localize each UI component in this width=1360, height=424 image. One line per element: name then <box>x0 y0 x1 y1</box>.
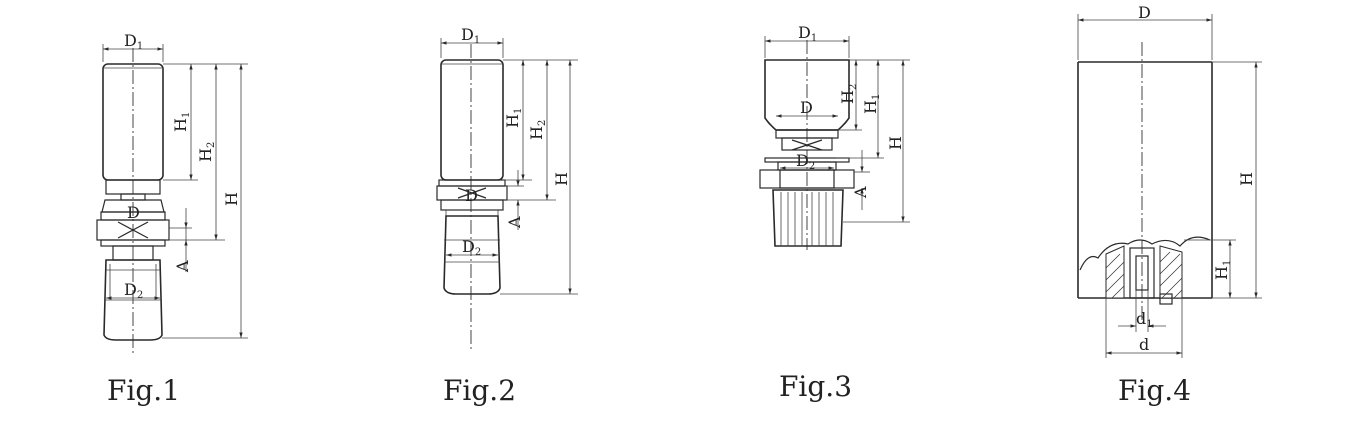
fig2-label-d2: D2 <box>462 237 481 258</box>
fig2-label-h1: H1 <box>503 108 524 128</box>
fig3-base-hub <box>779 169 835 189</box>
fig4-label-h1: H1 <box>1212 260 1233 280</box>
fig2-washer <box>440 199 504 211</box>
fig3-label-d2: D2 <box>796 151 815 172</box>
fig3-label-a: A <box>851 186 870 199</box>
figure-1: D1 D D2 H1 H2 H A Fig.1 <box>96 31 248 407</box>
fig1-label-h1: H1 <box>171 112 192 132</box>
fig3-label-h1: H1 <box>861 94 882 114</box>
fig3-label-h2: H2 <box>838 84 859 104</box>
fig4-break-line <box>1079 236 1211 271</box>
fig2-label-a: A <box>505 216 524 229</box>
fig3-label-h: H <box>886 136 905 150</box>
fig2-label-h2: H2 <box>527 120 548 140</box>
fig1-nut-cross-b <box>117 221 149 239</box>
fig1-label-d1: D1 <box>124 31 143 52</box>
fig4-inner-bore <box>1129 247 1155 299</box>
fig3-caption: Fig.3 <box>779 370 852 403</box>
figure-3: D1 D D2 H2 H1 H A Fig.3 <box>759 23 910 403</box>
fig2-lower-body <box>443 215 501 295</box>
fig3-grip-ribs <box>780 192 834 246</box>
fig3-label-d: D <box>800 98 813 117</box>
fig1-label-d: D <box>127 203 140 222</box>
fig1-label-a: A <box>173 260 192 273</box>
fig2-caption: Fig.2 <box>443 374 516 407</box>
fig4-label-d1: d1 <box>1136 309 1153 330</box>
fig4-label-d-small: d <box>1139 335 1149 354</box>
fig1-lower-body <box>103 259 163 341</box>
fig1-washer <box>100 239 166 247</box>
fig2-handle-body <box>440 59 504 181</box>
figure-2: D1 D D2 H1 H2 H A Fig.2 <box>436 25 578 407</box>
fig3-label-d1: D1 <box>798 23 817 44</box>
fig4-label-d: D <box>1138 3 1151 22</box>
fig3-nut-cross-b <box>791 139 823 151</box>
fig2-label-d1: D1 <box>461 25 480 46</box>
fig2-nut-cross-b <box>457 187 487 199</box>
fig4-caption: Fig.4 <box>1118 374 1191 407</box>
fig1-caption: Fig.1 <box>107 374 180 407</box>
fig3-nut-body <box>781 137 833 151</box>
fig4-inner-slot <box>1135 255 1149 291</box>
fig2-label-h: H <box>552 172 571 186</box>
fig4-side-pin <box>1159 293 1173 305</box>
fig1-label-h2: H2 <box>196 142 217 162</box>
fig2-label-d: D <box>465 186 478 205</box>
fig3-ribbed-grip <box>772 189 844 247</box>
figure-4: D H H1 d1 d Fig.4 <box>1077 3 1262 407</box>
fig4-hatched-section <box>1105 245 1183 299</box>
fig1-label-d2: D2 <box>124 280 143 301</box>
fig4-label-h: H <box>1237 172 1256 186</box>
fig1-label-h: H <box>222 192 241 206</box>
